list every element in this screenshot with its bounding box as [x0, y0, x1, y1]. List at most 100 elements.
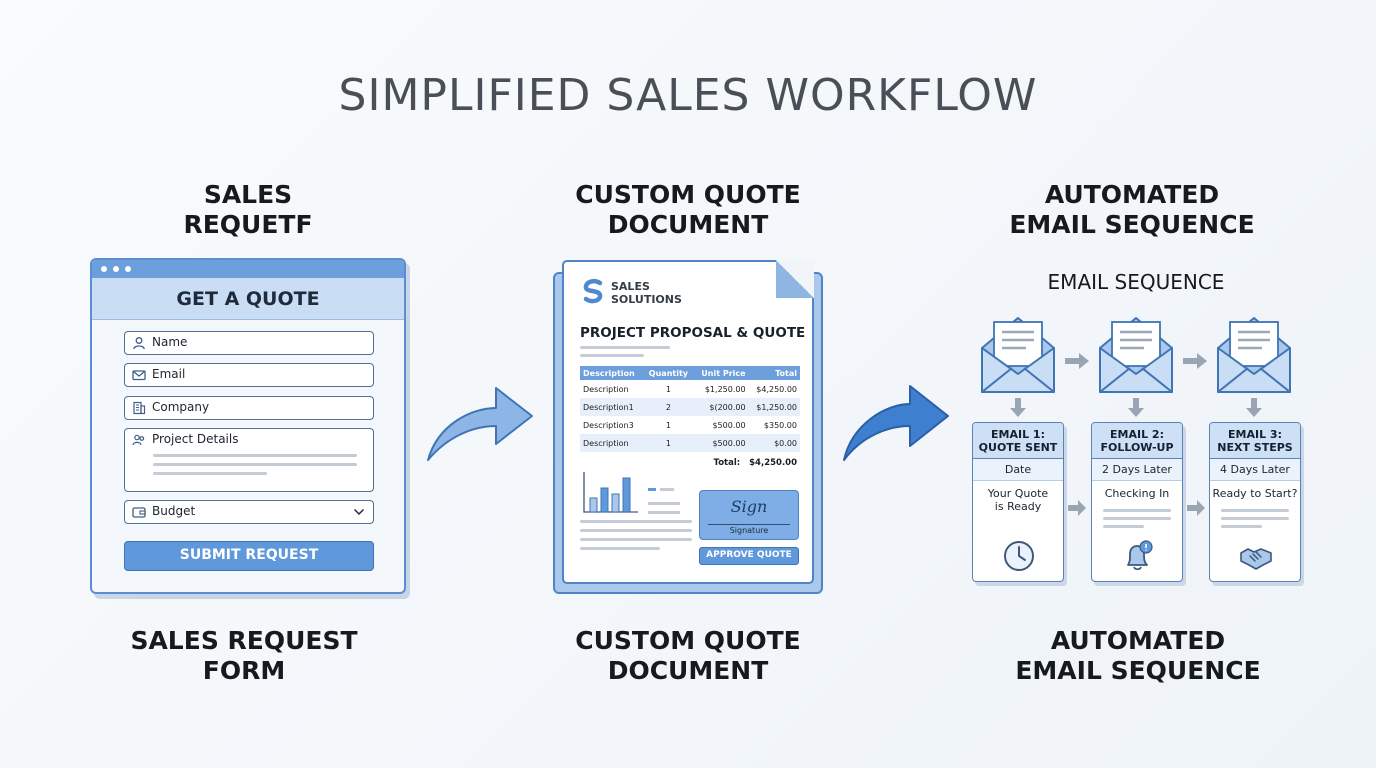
email-card-subject-line: Ready to Start?	[1212, 487, 1298, 500]
project-details-label: Project Details	[152, 432, 239, 446]
email-card-subject-line: is Ready	[994, 500, 1042, 513]
submit-request-button[interactable]: SUBMIT REQUEST	[124, 541, 374, 571]
email-card-subject-line: Your Quote	[987, 487, 1049, 500]
email-card-title: NEXT STEPS	[1217, 441, 1293, 454]
table-cell: $500.00	[693, 434, 749, 452]
email-field[interactable]: Email	[124, 363, 374, 387]
request-heading-line2: REQUETF	[183, 210, 313, 239]
quote-request-form: GET A QUOTE Name Email Company Project D…	[90, 258, 406, 594]
handshake-icon	[1240, 548, 1272, 570]
quote-table: Description Quantity Unit Price Total De…	[580, 366, 800, 452]
table-row: Description 1 $1,250.00 $4,250.00	[580, 380, 800, 398]
building-icon	[133, 401, 146, 415]
arrow-right-icon	[1187, 500, 1205, 516]
request-caption: SALES REQUEST FORM	[94, 626, 394, 686]
table-cell: $350.00	[763, 420, 797, 430]
table-row: Description1 2 $(200.00 $1,250.00	[580, 398, 800, 416]
quote-heading-line2: DOCUMENT	[607, 210, 769, 239]
request-heading-line1: SALES	[203, 180, 293, 209]
table-cell: $500.00	[712, 420, 746, 430]
table-cell: Description	[583, 384, 629, 394]
logo-line2: SOLUTIONS	[611, 293, 682, 306]
table-cell: $1,250.00	[748, 398, 800, 416]
email-card-next-steps: EMAIL 3: NEXT STEPS 4 Days Later Ready t…	[1209, 422, 1301, 582]
quote-caption: CUSTOM QUOTE DOCUMENT	[538, 626, 838, 686]
flow-arrow-icon	[427, 387, 533, 461]
email-caption: AUTOMATED EMAIL SEQUENCE	[988, 626, 1288, 686]
chevron-down-icon	[353, 508, 365, 516]
table-cell: $1,250.00	[704, 384, 746, 394]
email-card-step: EMAIL 2:	[1110, 428, 1164, 441]
arrow-right-icon	[1183, 353, 1207, 369]
table-cell: Description1	[580, 398, 644, 416]
form-header: GET A QUOTE	[92, 278, 404, 320]
email-caption-line2: EMAIL SEQUENCE	[1015, 656, 1261, 685]
arrow-down-icon	[1246, 398, 1262, 417]
envelope-icon	[132, 370, 146, 381]
placeholder-lines	[153, 454, 357, 481]
signature-label: Signature	[708, 524, 790, 535]
email-card-title: QUOTE SENT	[978, 441, 1058, 454]
table-cell: 1	[665, 420, 671, 430]
total-label: Total:	[713, 458, 741, 468]
column-header: Quantity	[643, 366, 694, 380]
wallet-icon	[132, 507, 146, 518]
request-heading: SALES REQUETF	[98, 180, 398, 240]
email-card-header: EMAIL 2: FOLLOW-UP	[1092, 423, 1182, 459]
table-row: Description 1 $500.00 $0.00	[580, 434, 800, 452]
email-card-header: EMAIL 1: QUOTE SENT	[973, 423, 1063, 459]
signature-box[interactable]: Sign Signature	[699, 490, 799, 540]
quote-caption-line2: DOCUMENT	[607, 656, 769, 685]
window-title-bar	[92, 260, 404, 278]
budget-select[interactable]: Budget	[124, 500, 374, 524]
open-envelope-icon	[981, 317, 1055, 393]
company-field[interactable]: Company	[124, 396, 374, 420]
email-field-label: Email	[152, 367, 186, 381]
table-cell: 1	[665, 384, 671, 394]
request-caption-line2: FORM	[202, 656, 286, 685]
email-heading: AUTOMATED EMAIL SEQUENCE	[982, 180, 1282, 240]
placeholder-lines	[1092, 509, 1182, 528]
notes-lines	[580, 520, 692, 550]
clock-icon	[1004, 541, 1034, 571]
project-details-field[interactable]: Project Details	[124, 428, 374, 492]
document-title: PROJECT PROPOSAL & QUOTE	[580, 325, 806, 341]
open-envelope-icon	[1099, 317, 1173, 393]
table-cell: 1	[643, 434, 694, 452]
email-card-step: EMAIL 3:	[1228, 428, 1282, 441]
email-card-title: FOLLOW-UP	[1100, 441, 1174, 454]
email-card-follow-up: EMAIL 2: FOLLOW-UP 2 Days Later Checking…	[1091, 422, 1183, 582]
sales-solutions-logo	[583, 278, 603, 304]
email-heading-line2: EMAIL SEQUENCE	[1009, 210, 1255, 239]
subtitle-lines	[580, 346, 670, 357]
arrow-right-icon	[1065, 353, 1089, 369]
quote-total: Total: $4,250.00	[684, 458, 797, 468]
table-cell: 2	[643, 398, 694, 416]
arrow-down-icon	[1128, 398, 1144, 417]
email-card-subject: Checking In	[1092, 481, 1182, 505]
approve-quote-button[interactable]: APPROVE QUOTE	[699, 547, 799, 565]
column-header: Total	[748, 366, 800, 380]
quote-caption-line1: CUSTOM QUOTE	[575, 626, 801, 655]
table-cell: Description3	[583, 420, 634, 430]
column-header: Unit Price	[693, 366, 749, 380]
signature-script: Sign	[730, 497, 768, 516]
email-card-step: EMAIL 1:	[991, 428, 1045, 441]
table-row: Description3 1 $500.00 $350.00	[580, 416, 800, 434]
flow-arrow-icon	[843, 385, 949, 461]
user-icon	[133, 337, 145, 350]
email-card-header: EMAIL 3: NEXT STEPS	[1210, 423, 1300, 459]
quote-heading-line1: CUSTOM QUOTE	[575, 180, 801, 209]
open-envelope-icon	[1217, 317, 1291, 393]
name-field-label: Name	[152, 335, 188, 349]
quote-document: SALES SOLUTIONS PROJECT PROPOSAL & QUOTE…	[562, 260, 814, 584]
table-cell: $(200.00	[693, 398, 749, 416]
email-caption-line1: AUTOMATED	[1050, 626, 1226, 655]
name-field[interactable]: Name	[124, 331, 374, 355]
bell-icon	[1127, 540, 1153, 571]
email-sequence-label: EMAIL SEQUENCE	[1047, 270, 1225, 294]
chart-legend-lines	[648, 476, 680, 514]
table-cell: $0.00	[748, 434, 800, 452]
quote-heading: CUSTOM QUOTE DOCUMENT	[538, 180, 838, 240]
logo-line1: SALES	[611, 280, 650, 293]
